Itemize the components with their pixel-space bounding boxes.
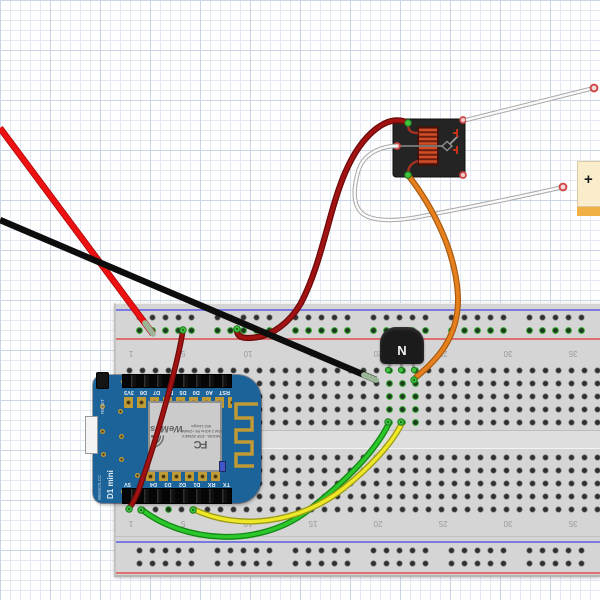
reset-button[interactable] (96, 372, 109, 389)
open-wire-ends[interactable] (558, 83, 599, 192)
wire-white-relay-common[interactable] (352, 143, 564, 223)
wire-red-relay-to-rail[interactable] (233, 117, 410, 342)
via-pad (135, 473, 140, 478)
top-rail-red-line (116, 338, 600, 340)
via-pad (119, 457, 124, 462)
bottom-rail-holes (133, 544, 600, 570)
relay-coil-windings (419, 128, 437, 163)
bottom-pin-header (122, 488, 232, 504)
battery[interactable] (577, 161, 600, 207)
relay-switch-arm (449, 135, 459, 145)
relay-pin-nc[interactable] (459, 171, 467, 179)
battery-band (577, 207, 600, 216)
relay[interactable] (388, 114, 470, 182)
top-rail-holes-row1 (133, 311, 600, 324)
esp8266-shield: FC MODEL: ESP-8266EX ISM 2.4GHz PA +25dB… (148, 401, 222, 472)
wire-orange-relay-to-transistor[interactable] (405, 173, 462, 381)
smd-component (219, 461, 226, 472)
bottom-rail-blue-line (116, 541, 600, 543)
wire-black-ground[interactable] (0, 217, 379, 383)
connected-hole (162, 503, 175, 516)
via-pad (100, 429, 105, 434)
pcb-antenna (234, 402, 258, 468)
transistor-label: N (397, 343, 407, 358)
bottom-rail-red-line (116, 572, 600, 574)
bottom-castellated-pads (146, 472, 224, 481)
wire-red-rail-to-5v[interactable] (126, 329, 186, 510)
connection-points (125, 119, 418, 514)
wire-yellow-signal[interactable] (191, 421, 405, 525)
wire-red-supply[interactable] (0, 126, 156, 337)
wire-white-relay-no[interactable] (465, 85, 595, 123)
bottom-ridge (116, 536, 600, 537)
relay-contacts (453, 129, 458, 154)
via-pad (119, 434, 124, 439)
usb-connector (85, 416, 98, 454)
top-pin-header (122, 374, 232, 388)
npn-transistor[interactable]: N (380, 327, 424, 364)
top-rail-blue-line (116, 309, 600, 311)
battery-plus-label: + (584, 171, 593, 188)
via-pad (100, 404, 105, 409)
relay-pivot-diamond (440, 140, 454, 152)
via-pad (101, 452, 106, 457)
via-pad (118, 409, 123, 414)
